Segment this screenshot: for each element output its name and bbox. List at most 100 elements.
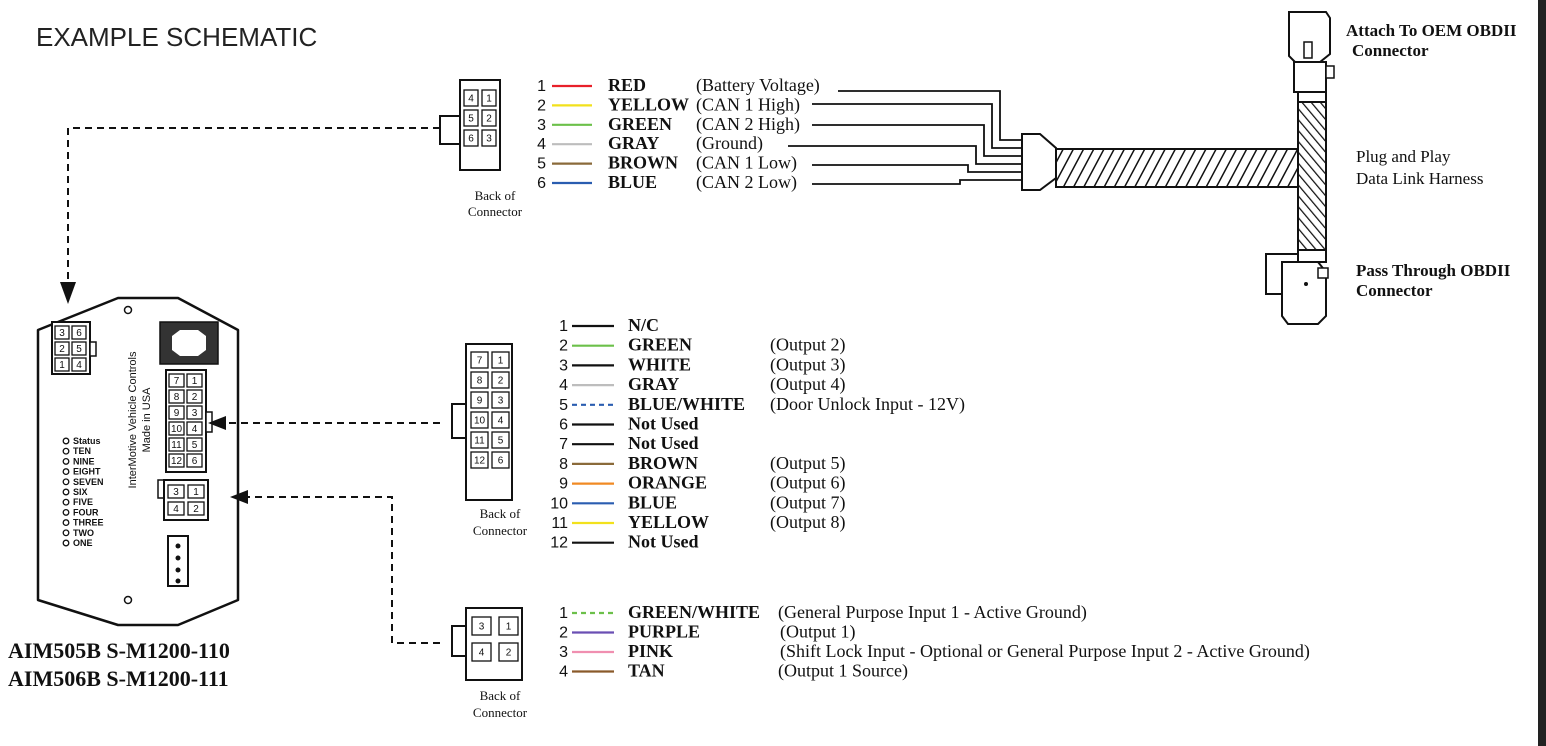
attach-label-line2: Connector: [1352, 41, 1429, 60]
connector4-pin-number: 2: [506, 648, 512, 659]
wire-color-name: BROWN: [608, 153, 678, 173]
attach-label-line1: Attach To OEM OBDII: [1346, 21, 1517, 40]
module6-pin-number: 4: [76, 360, 82, 371]
connector12-pin-cell: [470, 391, 489, 409]
module4-pin-number: 4: [173, 504, 179, 515]
wire-pin-number: 12: [550, 535, 568, 552]
wire-color-name: Not Used: [628, 433, 699, 453]
module12-pin-cell: [168, 437, 185, 452]
connector6-pin-number: 3: [486, 134, 492, 145]
module6-pin-cell: [54, 357, 70, 372]
connector4-pin-cell: [471, 642, 492, 662]
brand-line-2: Made in USA: [141, 387, 153, 452]
wire-pin-number: 4: [559, 377, 568, 394]
module6-pin-number: 3: [59, 328, 65, 339]
connector12-pin-cell: [470, 411, 489, 429]
module6-pin-cell: [71, 357, 87, 372]
module12-pin-cell: [186, 437, 203, 452]
wire-pin-number: 3: [559, 357, 568, 374]
wire-color-name: BLUE/WHITE: [628, 394, 745, 414]
wire-pin-number: 3: [559, 644, 568, 661]
brand-line-1: InterMotive Vehicle Controls: [127, 351, 139, 488]
connector6-pin-cell: [481, 109, 497, 127]
led-label: FOUR: [73, 507, 99, 517]
module4-pin-cell: [167, 501, 185, 516]
connector12-pin-cell: [470, 431, 489, 449]
connector4-pin-number: 4: [479, 648, 485, 659]
led-label: SEVEN: [73, 477, 104, 487]
connector6-pin-number: 1: [486, 94, 492, 105]
wire-color-name: GREEN/WHITE: [628, 602, 760, 622]
connector12-pin-number: 5: [498, 436, 504, 447]
wire-pin-number: 1: [559, 605, 568, 622]
wire-pin-number: 1: [537, 78, 546, 95]
led-indicator-list: StatusTENNINEEIGHTSEVENSIXFIVEFOURTHREET…: [62, 436, 104, 548]
connector4-pin-cell: [498, 642, 519, 662]
wire-pin-number: 9: [559, 476, 568, 493]
connector12-pin-number: 10: [474, 416, 486, 427]
oem-obd-connector-icon: [1288, 11, 1335, 103]
module12-pin-cell: [168, 389, 185, 404]
wire-description: (Output 5): [770, 453, 846, 474]
module12-pin-number: 3: [192, 408, 198, 419]
wire-color-name: GREEN: [628, 335, 692, 355]
wire-color-name: YELLOW: [608, 94, 689, 114]
model-number-1: AIM505B S-M1200-110: [8, 638, 230, 663]
connector-caption-6-line2: Connector: [468, 204, 523, 219]
wire-description: (Output 8): [770, 512, 846, 533]
module12-pin-number: 8: [174, 392, 180, 403]
wire-description: (Output 1): [780, 622, 856, 643]
connector12-pin-number: 8: [477, 376, 483, 387]
wire-description: (Battery Voltage): [696, 75, 820, 96]
wire-pin-number: 2: [537, 97, 546, 114]
page-edge-bar: [1538, 0, 1546, 746]
module4-pin-cell: [167, 484, 185, 499]
module12-pin-cell: [186, 389, 203, 404]
module4-pin-number: 2: [193, 504, 199, 515]
connector6-pin-number: 5: [468, 114, 474, 125]
wire-description: (Output 2): [770, 335, 846, 356]
module12-pin-cell: [186, 453, 203, 468]
connector6-pin-cell: [481, 129, 497, 147]
connector12-pin-cell: [491, 431, 510, 449]
wire-pin-number: 3: [537, 117, 546, 134]
wire-description: (Ground): [696, 133, 763, 154]
wire-pin-number: 10: [550, 495, 568, 512]
wire-pin-number: 1: [559, 318, 568, 335]
connector-caption-6-line1: Back of: [475, 188, 516, 203]
module12-pin-number: 9: [174, 408, 180, 419]
connector4-pin-number: 3: [479, 622, 485, 633]
module6-pin-number: 2: [59, 344, 65, 355]
module12-pin-number: 12: [171, 456, 183, 467]
module6-pin-cell: [54, 341, 70, 356]
wire-color-name: GRAY: [628, 374, 679, 394]
wire-color-name: GREEN: [608, 114, 672, 134]
connector12-pin-number: 6: [498, 456, 504, 467]
connector6-pin-number: 2: [486, 114, 492, 125]
wire-description: (Output 1 Source): [778, 661, 908, 682]
wire-color-name: ORANGE: [628, 473, 707, 493]
connector6-pin-number: 6: [468, 134, 474, 145]
module4-pin-cell: [187, 484, 205, 499]
connector12-pin-cell: [470, 371, 489, 389]
led-icon: [62, 519, 70, 527]
connector12-pin-number: 4: [498, 416, 504, 427]
connector6-pin-cell: [463, 129, 479, 147]
wire-color-name: GRAY: [608, 133, 659, 153]
wire-color-name: Not Used: [628, 414, 699, 434]
led-icon: [62, 539, 70, 547]
connector12-pin-cell: [491, 391, 510, 409]
